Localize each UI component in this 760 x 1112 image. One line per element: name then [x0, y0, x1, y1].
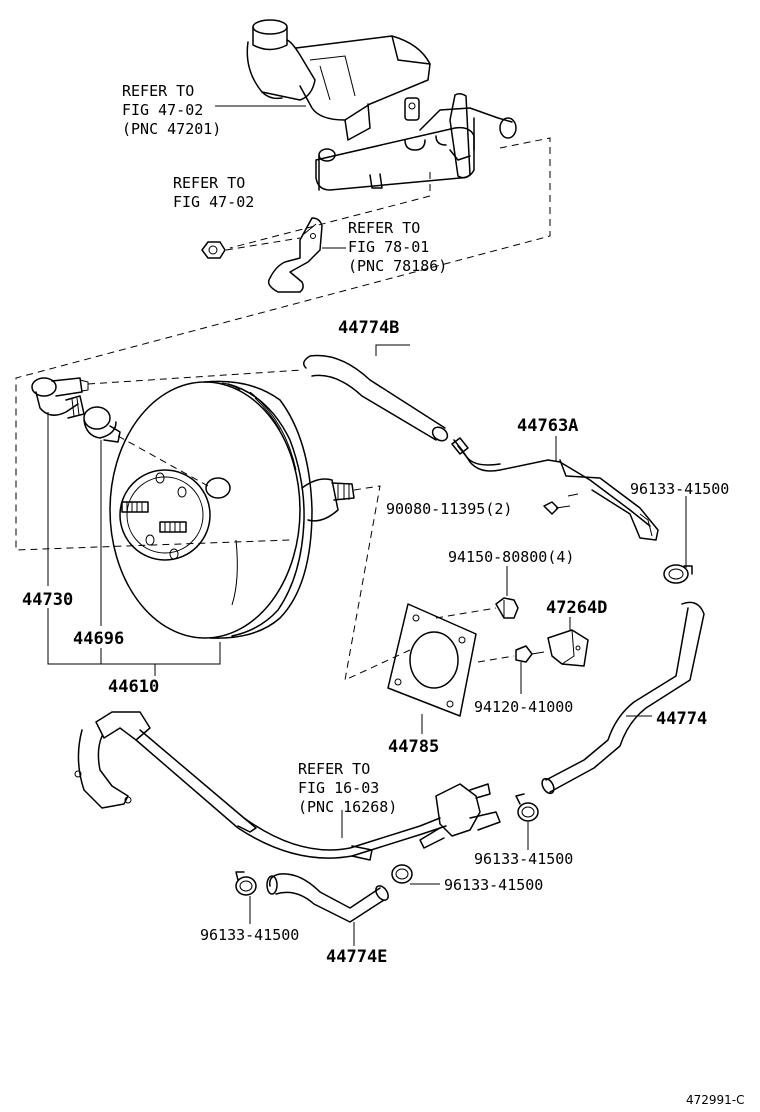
ref-line-2: FIG 16-03 [298, 779, 379, 797]
vacuum-pipe-16268-drawing [74, 711, 501, 861]
ref-line-2: FIG 47-02 [173, 193, 254, 211]
nut-top-drawing [201, 241, 226, 259]
hose-44774-drawing [541, 601, 705, 795]
clip-96133-upper-drawing [663, 564, 693, 584]
label-44785: 44785 [388, 737, 439, 757]
ref-line-1: REFER TO [122, 82, 194, 100]
label-90080: 90080-11395(2) [386, 500, 512, 518]
label-master-cylinder-ref: REFER TO FIG 47-02 (PNC 47201) [122, 82, 221, 138]
bracket-47264d-drawing [547, 629, 589, 667]
label-94120: 94120-41000 [474, 698, 573, 716]
label-bracket-ref: REFER TO FIG 78-01 (PNC 78186) [348, 219, 447, 275]
ref-line-2: FIG 78-01 [348, 238, 429, 256]
label-96133-lower-left: 96133-41500 [200, 926, 299, 944]
bolt-90080-drawing [543, 501, 571, 515]
check-valve-44730-drawing [31, 377, 89, 419]
hose-44774b-drawing [303, 354, 449, 442]
hose-44774e-drawing [266, 873, 389, 923]
nut-94150-drawing [495, 597, 519, 619]
ref-line-3: (PNC 47201) [122, 120, 221, 138]
label-44774b: 44774B [338, 318, 399, 338]
label-44774: 44774 [656, 709, 707, 729]
label-nut-ref: REFER TO FIG 47-02 [173, 174, 254, 211]
ref-line-3: (PNC 16268) [298, 798, 397, 816]
figure-code: 472991-C [686, 1093, 745, 1107]
label-96133-mid: 96133-41500 [474, 850, 573, 868]
tube-44763a-drawing [451, 437, 659, 541]
label-96133-lower-right: 96133-41500 [444, 876, 543, 894]
bolt-94120-drawing [515, 645, 545, 663]
label-44696: 44696 [73, 629, 124, 649]
label-94150: 94150-80800(4) [448, 548, 574, 566]
clip-96133-mid-drawing [515, 793, 539, 822]
label-96133-upper: 96133-41500 [630, 480, 729, 498]
ref-line-2: FIG 47-02 [122, 101, 203, 119]
ref-line-1: REFER TO [298, 760, 370, 778]
ref-line-1: REFER TO [173, 174, 245, 192]
label-44730: 44730 [22, 590, 73, 610]
clip-96133-lower-left-drawing [235, 871, 257, 896]
brake-booster-drawing [109, 380, 355, 639]
ref-line-3: (PNC 78186) [348, 257, 447, 275]
master-cylinder-drawing [246, 19, 517, 191]
bracket-78186-drawing [267, 217, 323, 293]
label-44763a: 44763A [517, 416, 578, 436]
grommet-44696-drawing [83, 406, 121, 443]
gasket-44785-drawing [387, 603, 477, 717]
leader-lines [47, 344, 687, 946]
label-44774e: 44774E [326, 947, 387, 967]
label-44610: 44610 [108, 677, 159, 697]
label-pipe-ref: REFER TO FIG 16-03 (PNC 16268) [298, 760, 397, 816]
ref-line-1: REFER TO [348, 219, 420, 237]
label-47264d: 47264D [546, 598, 607, 618]
clip-96133-lower-right-drawing [391, 864, 413, 884]
